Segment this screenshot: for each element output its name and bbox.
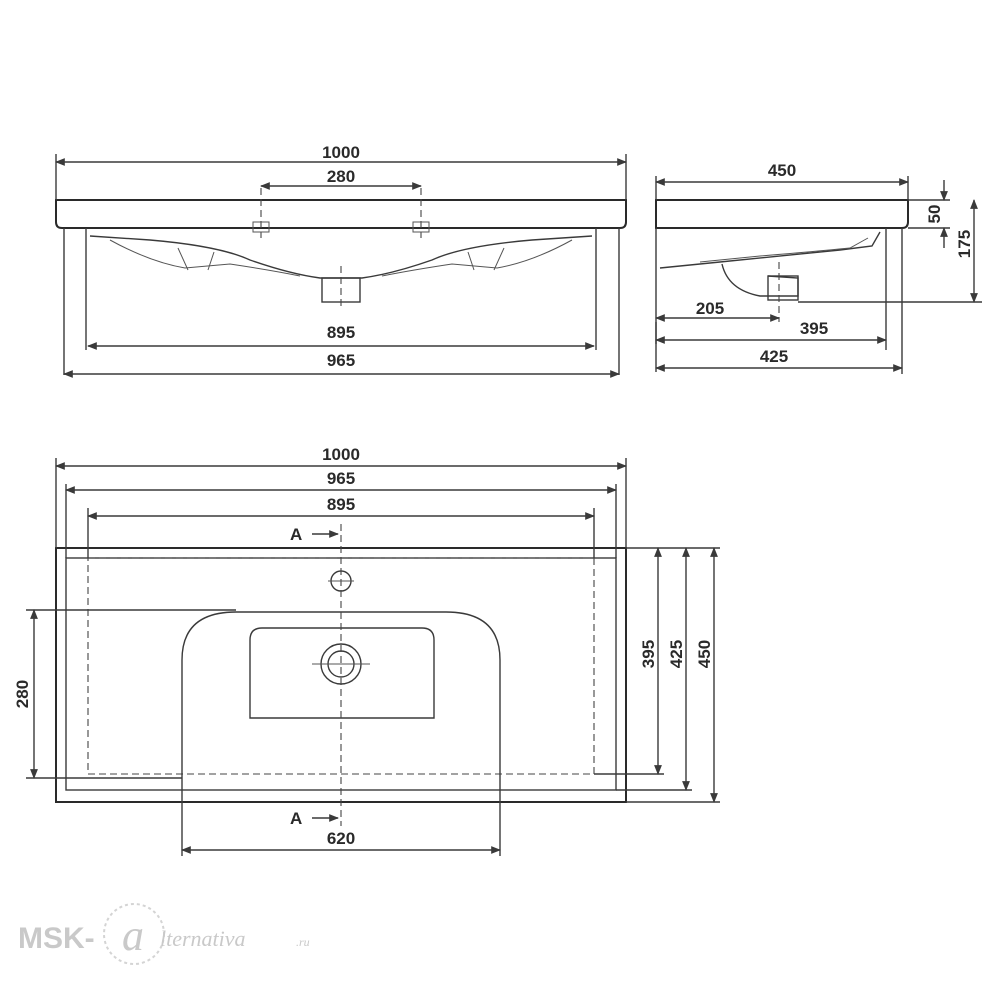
side-dim-205: 205: [696, 299, 724, 318]
side-dim-425: 425: [760, 347, 788, 366]
front-dim-965: 965: [327, 351, 355, 370]
side-view: 450 50 175 205 395 425: [655, 161, 982, 374]
front-bowl-inner-right: [381, 239, 573, 277]
watermark-suffix: lternativa: [160, 926, 246, 951]
front-tap-hole-right: [412, 221, 430, 233]
plan-dim-450: 450: [695, 640, 714, 668]
plan-section-a-top: A: [290, 525, 302, 544]
front-bowl-ribs: [177, 247, 505, 271]
side-bowl-profile: [659, 231, 881, 269]
side-dim-450: 450: [768, 161, 796, 180]
front-dim-1000: 1000: [322, 143, 360, 162]
side-drain: [767, 275, 799, 301]
watermark-logo-letter: a: [122, 911, 144, 960]
front-tap-hole-left: [252, 221, 270, 233]
plan-dim-280: 280: [13, 680, 32, 708]
watermark-prefix: MSK-: [18, 922, 95, 955]
side-bowl-drain-curve: [721, 263, 799, 297]
plan-dim-965: 965: [327, 469, 355, 488]
plan-section-a-bottom: A: [290, 809, 302, 828]
plan-outer-outline: [55, 547, 627, 803]
front-rim-outline: [55, 199, 627, 229]
front-dim-895: 895: [327, 323, 355, 342]
side-rim-outline: [655, 199, 909, 229]
plan-view: A A 1000 965 895 280 395 425 450: [13, 445, 720, 856]
front-view: 1000 280 895 965: [55, 143, 627, 378]
plan-dim-1000: 1000: [322, 445, 360, 464]
side-dim-395: 395: [800, 319, 828, 338]
plan-dim-395: 395: [639, 640, 658, 668]
plan-dim-895: 895: [327, 495, 355, 514]
side-dim-50: 50: [925, 205, 944, 224]
watermark-logo: MSK- a lternativa .ru: [18, 903, 310, 965]
plan-dim-620: 620: [327, 829, 355, 848]
side-dim-175: 175: [955, 230, 974, 258]
watermark-domain: .ru: [296, 935, 310, 949]
front-bowl-inner-left: [109, 239, 301, 277]
side-bowl-inner: [699, 237, 869, 263]
front-dim-280: 280: [327, 167, 355, 186]
watermark-logo-ring: [103, 903, 165, 965]
plan-basin-inner: [249, 627, 435, 719]
plan-dim-425: 425: [667, 640, 686, 668]
